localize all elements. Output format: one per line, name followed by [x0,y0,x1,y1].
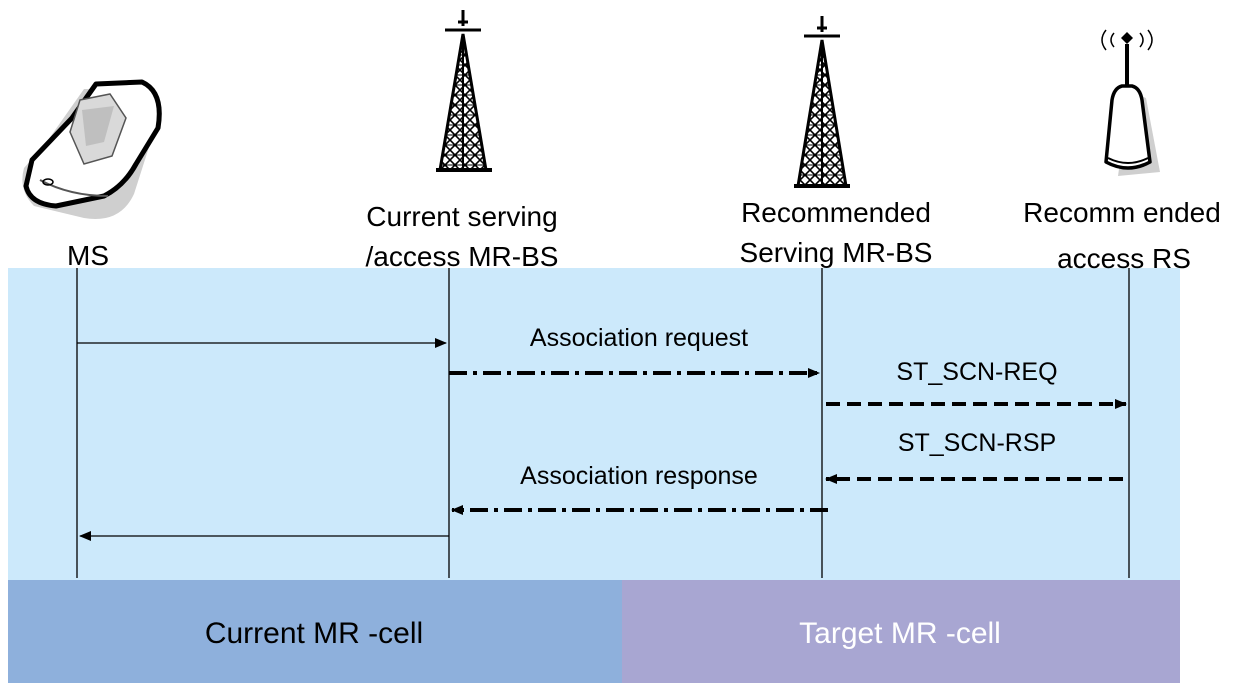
recommended-bs-antenna-tower-icon [794,16,850,188]
recommended-rs-label-line2: access RS [1057,243,1191,274]
current-cell-label: Current MR -cell [205,617,423,650]
recommended-rs-label-line1: Recomm ended [1023,197,1221,228]
ms-label: MS [67,240,109,271]
st-scn-rsp-label: ST_SCN-RSP [898,429,1056,457]
current-bs-label-line1: Current serving [366,201,557,232]
association-request-label: Association request [530,324,748,352]
mobile-phone-icon [22,79,162,219]
current-cell-band [8,580,622,683]
target-cell-band [622,580,1180,683]
relay-station-icon [1101,29,1160,176]
current-bs-antenna-tower-icon [436,10,492,172]
association-response-label: Association response [520,462,758,490]
current-bs-label-line2: /access MR-BS [366,241,559,272]
sequence-background [8,268,1180,580]
recommended-bs-label-line1: Recommended [741,197,931,228]
recommended-bs-label-line2: Serving MR-BS [740,237,933,268]
st-scn-req-label: ST_SCN-REQ [896,358,1057,386]
target-cell-label: Target MR -cell [799,617,1001,650]
